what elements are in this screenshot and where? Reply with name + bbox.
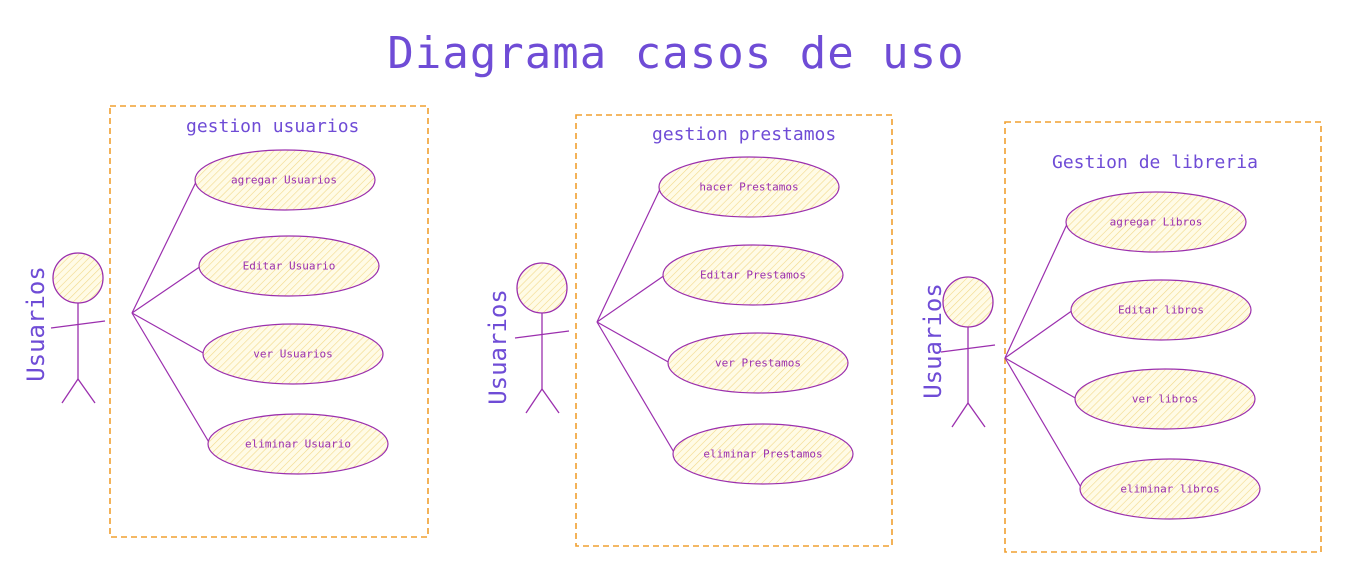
use-case-hacer-prestamos: hacer Prestamos bbox=[699, 180, 799, 194]
association-line bbox=[596, 321, 671, 364]
actor-figure-1 bbox=[50, 252, 106, 404]
association-line bbox=[1004, 357, 1078, 400]
actor-arms bbox=[514, 330, 570, 339]
association-line bbox=[1004, 221, 1069, 359]
actor-left-leg bbox=[525, 388, 543, 414]
use-case-eliminar-usuario: eliminar Usuario bbox=[245, 437, 351, 451]
use-case-ellipse bbox=[194, 149, 376, 211]
actor-right-leg bbox=[967, 402, 986, 428]
actor-arms bbox=[940, 344, 996, 353]
actor-right-leg bbox=[77, 378, 96, 404]
actor-right-leg bbox=[541, 388, 560, 414]
actor-left-leg bbox=[61, 378, 79, 404]
use-case-editar-libros: Editar libros bbox=[1117, 303, 1205, 317]
use-case-editar-prestamos: Editar Prestamos bbox=[700, 268, 806, 282]
use-case-ellipse bbox=[1070, 279, 1252, 341]
use-case-ellipse bbox=[207, 413, 389, 475]
actor-figure-2 bbox=[514, 262, 570, 414]
boundary-title-gestion-prestamos: gestion prestamos bbox=[652, 124, 837, 145]
system-boundary-3 bbox=[1004, 121, 1322, 553]
association-line bbox=[1004, 357, 1083, 490]
actor-head bbox=[942, 276, 994, 328]
actor-figure-3 bbox=[940, 276, 996, 428]
system-boundary-1 bbox=[109, 105, 429, 538]
use-case-ver-usuarios: ver Usuarios bbox=[253, 347, 333, 361]
system-boundary-2 bbox=[575, 114, 893, 547]
actor-label-usuarios-1: Usuarios bbox=[21, 266, 50, 382]
actor-head bbox=[516, 262, 568, 314]
use-case-ellipse bbox=[672, 423, 854, 485]
association-line bbox=[596, 274, 666, 323]
use-case-ellipse bbox=[1074, 368, 1256, 430]
use-case-agregar-libros: agregar Libros bbox=[1109, 215, 1203, 229]
actor-label-usuarios-3: Usuarios bbox=[918, 283, 947, 399]
association-line bbox=[131, 265, 202, 314]
association-line bbox=[131, 312, 206, 355]
use-case-ellipse bbox=[1065, 191, 1247, 253]
association-line bbox=[1004, 309, 1074, 359]
association-line bbox=[131, 312, 211, 445]
use-case-ellipse bbox=[1079, 458, 1261, 520]
boundary-title-gestion-usuarios: gestion usuarios bbox=[186, 116, 360, 137]
actor-head bbox=[52, 252, 104, 304]
use-case-ver-prestamos: ver Prestamos bbox=[714, 356, 802, 370]
use-case-eliminar-libros: eliminar libros bbox=[1120, 482, 1220, 496]
actor-arms bbox=[50, 320, 106, 329]
association-line bbox=[596, 321, 676, 455]
diagram-title: Diagrama casos de uso bbox=[387, 28, 965, 79]
use-case-agregar-usuarios: agregar Usuarios bbox=[231, 173, 337, 187]
use-case-eliminar-prestamos: eliminar Prestamos bbox=[703, 447, 823, 461]
association-line bbox=[131, 179, 198, 314]
actor-label-usuarios-2: Usuarios bbox=[483, 289, 512, 405]
association-line bbox=[596, 186, 662, 323]
actor-left-leg bbox=[951, 402, 969, 428]
use-case-ellipse bbox=[667, 332, 849, 394]
use-case-ellipse bbox=[658, 156, 840, 218]
use-case-editar-usuario: Editar Usuario bbox=[242, 259, 336, 273]
boundary-title-gestion-de-libreria: Gestion de libreria bbox=[1052, 152, 1258, 173]
use-case-ellipse bbox=[662, 244, 844, 306]
use-case-ver-libros: ver libros bbox=[1131, 392, 1199, 406]
use-case-ellipse bbox=[202, 323, 384, 385]
use-case-ellipse bbox=[198, 235, 380, 297]
